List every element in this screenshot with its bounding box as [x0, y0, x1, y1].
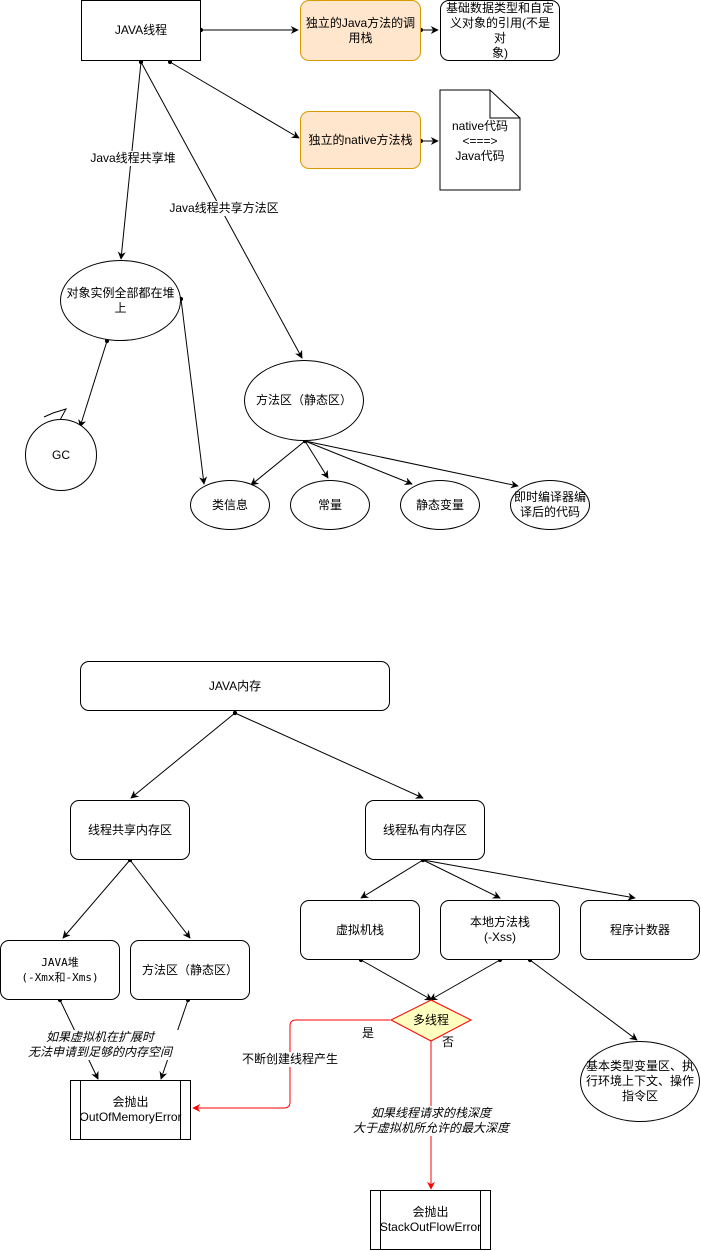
jit-code-label: 即时编译器编 译后的代码 [513, 490, 586, 519]
create-threads-label: 不断创建线程产生 [238, 1052, 342, 1067]
java-stack-label: 独立的Java方法的调 用栈 [305, 15, 416, 45]
java-memory-label: JAVA内存 [208, 678, 262, 693]
oom-note-label: 如果虚拟机在扩展时 无法申请到足够的内存空间 [10, 1030, 190, 1060]
sof-note-label: 如果线程请求的栈深度 大于虚拟机所允许的最大深度 [346, 1106, 516, 1136]
gc-arc [43, 408, 68, 421]
shared-memory-node[interactable]: 线程共享内存区 [70, 800, 190, 860]
bottom-native-stack-node[interactable]: 本地方法栈 (-Xss) [440, 900, 560, 960]
class-info-label: 类信息 [211, 497, 248, 512]
edge-native-frame [527, 957, 638, 1041]
process-bar [480, 1191, 481, 1249]
bottom-method-area-label: 方法区（静态区） [141, 962, 238, 977]
yes-label: 是 [361, 1026, 374, 1040]
edge-shared-method [127, 857, 191, 939]
java-thread-node[interactable]: JAVA线程 [81, 0, 201, 61]
shared-heap-edge-label: Java线程共享堆 [85, 151, 181, 166]
edge-method-constants [302, 438, 329, 479]
java-heap-label: JAVA堆 (-Xmx和-Xms) [21, 956, 99, 984]
sof-node[interactable]: 会抛出 StackOutFlowError [370, 1190, 491, 1250]
java-stack-node[interactable]: 独立的Java方法的调 用栈 [300, 0, 421, 61]
edge-vmstack-multi [358, 957, 433, 1001]
primitive-refs-label: 基础数据类型和自定 义对象的引用(不是对 象) [445, 0, 554, 60]
vm-stack-node[interactable]: 虚拟机栈 [300, 900, 420, 960]
edge-private-vmstack [360, 857, 426, 899]
edge-mem-shared [130, 710, 238, 799]
oom-node[interactable]: 会抛出 OutOfMemoryError [70, 1080, 191, 1140]
static-vars-node[interactable]: 静态变量 [400, 480, 480, 530]
primitive-refs-node[interactable]: 基础数据类型和自定 义对象的引用(不是对 象) [440, 0, 560, 61]
native-stack-label: 独立的native方法栈 [308, 132, 413, 147]
edge-method-classinfo [250, 438, 308, 486]
multi-thread-label: 多线程 [412, 1013, 449, 1027]
private-memory-node[interactable]: 线程私有内存区 [365, 800, 485, 860]
process-bar [380, 1191, 381, 1249]
java-thread-label: JAVA线程 [114, 23, 168, 37]
shared-method-edge-label: Java线程共享方法区 [165, 201, 283, 216]
edge-mem-private [232, 710, 424, 799]
process-bar [80, 1081, 81, 1139]
jit-code-node[interactable]: 即时编译器编 译后的代码 [510, 480, 590, 530]
edge-native-multi [429, 957, 503, 1001]
java-memory-node[interactable]: JAVA内存 [80, 661, 390, 711]
method-area-label: 方法区（静态区） [255, 393, 352, 407]
edge-shared-heap [62, 857, 133, 939]
edge-private-pc [420, 857, 636, 901]
native-stack-node[interactable]: 独立的native方法栈 [300, 111, 421, 169]
static-vars-label: 静态变量 [415, 497, 464, 512]
edge-thread-nativestack [167, 59, 300, 139]
frame-info-node[interactable]: 基本类型变量区、执 行环境上下文、操作 指令区 [580, 1041, 700, 1122]
sof-label: 会抛出 StackOutFlowError [379, 1205, 482, 1234]
heap-objects-node[interactable]: 对象实例全部都在堆 上 [60, 260, 181, 341]
constants-label: 常量 [317, 497, 342, 512]
native-doc-shape [439, 89, 521, 191]
gc-label: GC [52, 447, 70, 462]
edge-heap-gc [78, 338, 110, 428]
process-bar [180, 1081, 181, 1139]
method-area-node[interactable]: 方法区（静态区） [244, 360, 364, 441]
heap-objects-label: 对象实例全部都在堆 上 [66, 285, 175, 315]
native-doc-label: native代码 <===> Java代码 [451, 119, 509, 163]
vm-stack-label: 虚拟机栈 [335, 922, 384, 937]
frame-info-label: 基本类型变量区、执 行环境上下文、操作 指令区 [585, 1059, 694, 1103]
pc-counter-label: 程序计数器 [609, 922, 670, 937]
edge-heap-classinfo [178, 296, 208, 485]
no-label: 否 [441, 1035, 454, 1049]
edge-method-jit [302, 438, 519, 489]
edge-method-staticvars [302, 438, 413, 486]
java-heap-node[interactable]: JAVA堆 (-Xmx和-Xms) [0, 940, 120, 1000]
oom-label: 会抛出 OutOfMemoryError [79, 1095, 182, 1124]
multi-thread-diamond [389, 999, 473, 1042]
private-memory-label: 线程私有内存区 [382, 822, 467, 837]
constants-node[interactable]: 常量 [290, 480, 370, 530]
shared-memory-label: 线程共享内存区 [87, 822, 172, 837]
bottom-method-area-node[interactable]: 方法区（静态区） [130, 940, 250, 1000]
bottom-native-stack-label: 本地方法栈 (-Xss) [469, 915, 530, 944]
pc-counter-node[interactable]: 程序计数器 [580, 900, 700, 960]
class-info-node[interactable]: 类信息 [190, 480, 270, 530]
edge-private-native [420, 857, 501, 899]
gc-node[interactable]: GC [25, 419, 97, 491]
